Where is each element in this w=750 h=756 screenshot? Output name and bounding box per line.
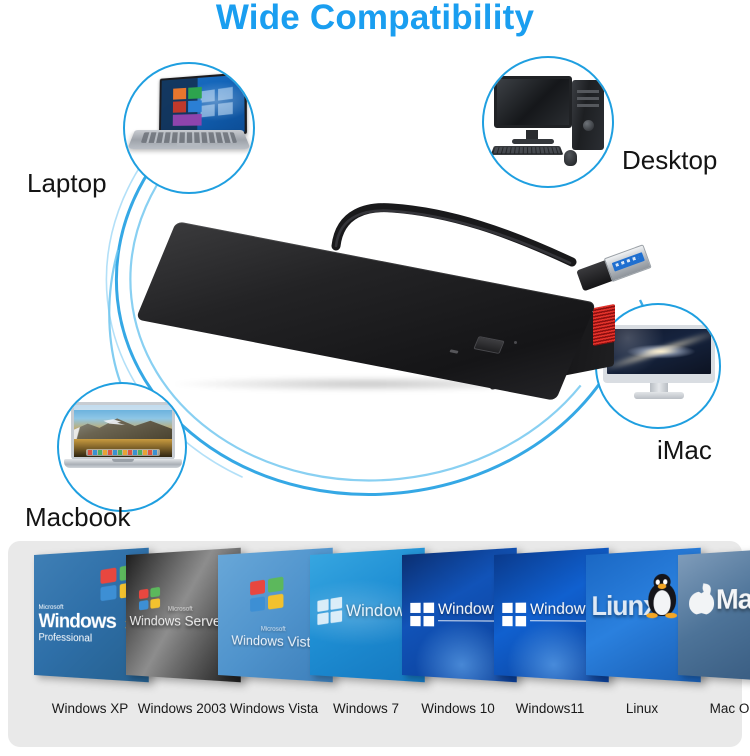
macbook-icon [64,402,182,478]
usb-3.0-blue-insert [612,252,645,271]
windows-orb-logo-icon [317,596,344,627]
desktop-pc-icon [492,74,612,166]
laptop-screen [159,72,247,134]
device-label-macbook: Macbook [25,502,131,533]
laptop-trackpad [177,143,202,147]
device-circle-laptop [123,62,255,194]
device-circle-desktop [482,56,614,188]
pc-tower [572,80,604,150]
windows-flat-logo-icon [502,603,527,628]
desktop-keyboard [491,146,564,155]
emergency-eject-pinhole [514,341,517,344]
macbook-screen [71,402,175,460]
desktop-mouse [564,150,577,166]
os-tile-mac-os: Mac [678,548,750,683]
tux-penguin-logo-icon [646,573,678,617]
windows-flag-icon [201,87,234,119]
drive-top-cover [136,221,597,401]
macos-dock [86,449,161,456]
macbook-latch [112,459,134,462]
external-optical-drive [138,208,638,408]
device-label-laptop: Laptop [27,168,107,199]
mountain-graphic [74,416,172,440]
device-label-imac: iMac [657,435,712,466]
windows-flat-logo-icon [410,603,435,628]
windows-wallpaper [161,74,245,132]
os-tile-row: Microsoft Windows xp Professional [8,541,742,691]
usb-plug-shell [604,244,652,282]
desktop-monitor [494,76,572,128]
os-tile-text-mac: Mac [716,582,750,616]
drive-front-red-stripe [593,304,615,346]
os-compatibility-panel: Microsoft Windows xp Professional [8,541,742,747]
apple-logo-icon [689,584,714,615]
laptop-keyboard-base [127,130,250,149]
start-menu-tiles [173,87,204,127]
laptop-keys [141,132,237,143]
imac-foot [634,392,684,399]
monitor-foot [512,139,554,144]
high-sierra-wallpaper [74,405,172,457]
windows-classic-logo-icon [250,576,284,613]
os-label-mac-os: Mac OS [674,701,750,716]
device-label-desktop: Desktop [622,145,717,176]
windows-laptop-icon [135,78,245,166]
